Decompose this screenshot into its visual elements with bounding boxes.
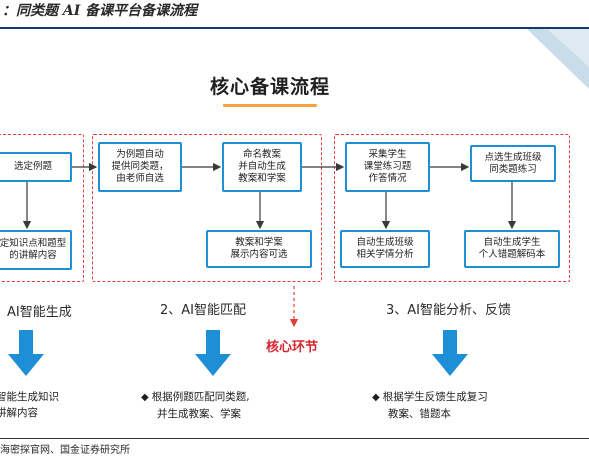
- display-options-line1: 教案和学案: [235, 237, 283, 248]
- error-notebook-line1: 自动生成学生: [483, 237, 541, 248]
- section1-down-arrow: [8, 330, 44, 376]
- provide-similar-line1: 为例题自动: [116, 149, 164, 160]
- class-practice-line2: 同类题练习: [489, 163, 537, 175]
- knowledge-content-line1: 定知识点和题型: [0, 238, 67, 249]
- collect-answers-box: 采集学生 课堂练习题 作答情况: [345, 142, 430, 192]
- display-options-line2: 展示内容可选: [230, 249, 288, 260]
- name-lesson-plan-box: 命名教案 并自动生成 教案和学案: [222, 142, 302, 192]
- source-note: 海密探官网、国金证券研究所: [0, 445, 130, 456]
- section1-bullet-line1: 智能生成知识: [0, 391, 59, 403]
- select-example-label: 选定例题: [13, 161, 52, 172]
- name-lesson-line2: 并自动生成: [238, 161, 286, 172]
- section2-dashed-group: [92, 134, 322, 282]
- error-notebook-box: 自动生成学生 个人错题解码本: [464, 230, 560, 268]
- class-analysis-line1: 自动生成班级: [356, 237, 414, 248]
- collect-answers-line2: 课堂练习题: [363, 161, 412, 172]
- section2-label: 2、AI智能匹配: [160, 303, 246, 318]
- collect-answers-line1: 采集学生: [368, 149, 407, 160]
- error-notebook-line2: 个人错题解码本: [478, 249, 546, 260]
- provide-similar-line3: 由老师自选: [116, 173, 164, 184]
- name-lesson-line1: 命名教案: [242, 149, 281, 160]
- bullet-diamond-icon: ◆: [141, 392, 149, 403]
- section1-label: 、AI智能生成: [0, 305, 72, 320]
- provide-similar-line2: 提供同类题，: [111, 161, 169, 172]
- corner-decoration: [527, 29, 589, 89]
- class-practice-line1: 点选生成班级: [484, 151, 542, 163]
- section1-bullet: 智能生成知识 讲解内容: [0, 389, 59, 421]
- class-analysis-line2: 相关学情分析: [356, 249, 414, 260]
- section2-bullet: ◆根据例题匹配同类题, 并生成教案、学案: [141, 389, 250, 422]
- core-step-label: 核心环节: [266, 340, 319, 355]
- section1-dashed-group: [0, 134, 84, 282]
- bullet-diamond-icon: ◆: [372, 392, 380, 403]
- section3-label: 3、AI智能分析、反馈: [386, 303, 511, 318]
- figure-header: ：同类题 AI 备课平台备课流程: [2, 3, 198, 19]
- display-options-box: 教案和学案 展示内容可选: [206, 230, 312, 268]
- name-lesson-line3: 教案和学案: [238, 173, 286, 184]
- section2-bullet-line2: 并生成教案、学案: [157, 408, 241, 420]
- footer-rule: [0, 438, 589, 439]
- knowledge-content-line2: 的讲解内容: [9, 250, 57, 261]
- knowledge-content-box: 定知识点和题型 的讲解内容: [0, 230, 72, 270]
- class-analysis-box: 自动生成班级 相关学情分析: [340, 230, 430, 268]
- section2-bullet-line1: 根据例题匹配同类题,: [151, 391, 250, 403]
- class-practice-box: 点选生成班级 同类题练习: [470, 145, 556, 182]
- title-underline: [223, 104, 317, 107]
- section3-down-arrow: [432, 330, 468, 376]
- collect-answers-line3: 作答情况: [368, 173, 407, 184]
- provide-similar-questions-box: 为例题自动 提供同类题， 由老师自选: [98, 142, 182, 192]
- section3-bullet-line2: 教案、错题本: [388, 408, 451, 420]
- section3-bullet-line1: 根据学生反馈生成复习: [382, 391, 488, 403]
- diagram-title: 核心备课流程: [209, 76, 330, 98]
- section3-dashed-group: [334, 134, 570, 282]
- header-rule: [0, 27, 589, 29]
- section3-bullet: ◆根据学生反馈生成复习 教案、错题本: [372, 389, 488, 422]
- section1-bullet-line2: 讲解内容: [0, 407, 38, 419]
- section2-down-arrow: [195, 330, 231, 376]
- select-example-box: 选定例题: [0, 152, 72, 182]
